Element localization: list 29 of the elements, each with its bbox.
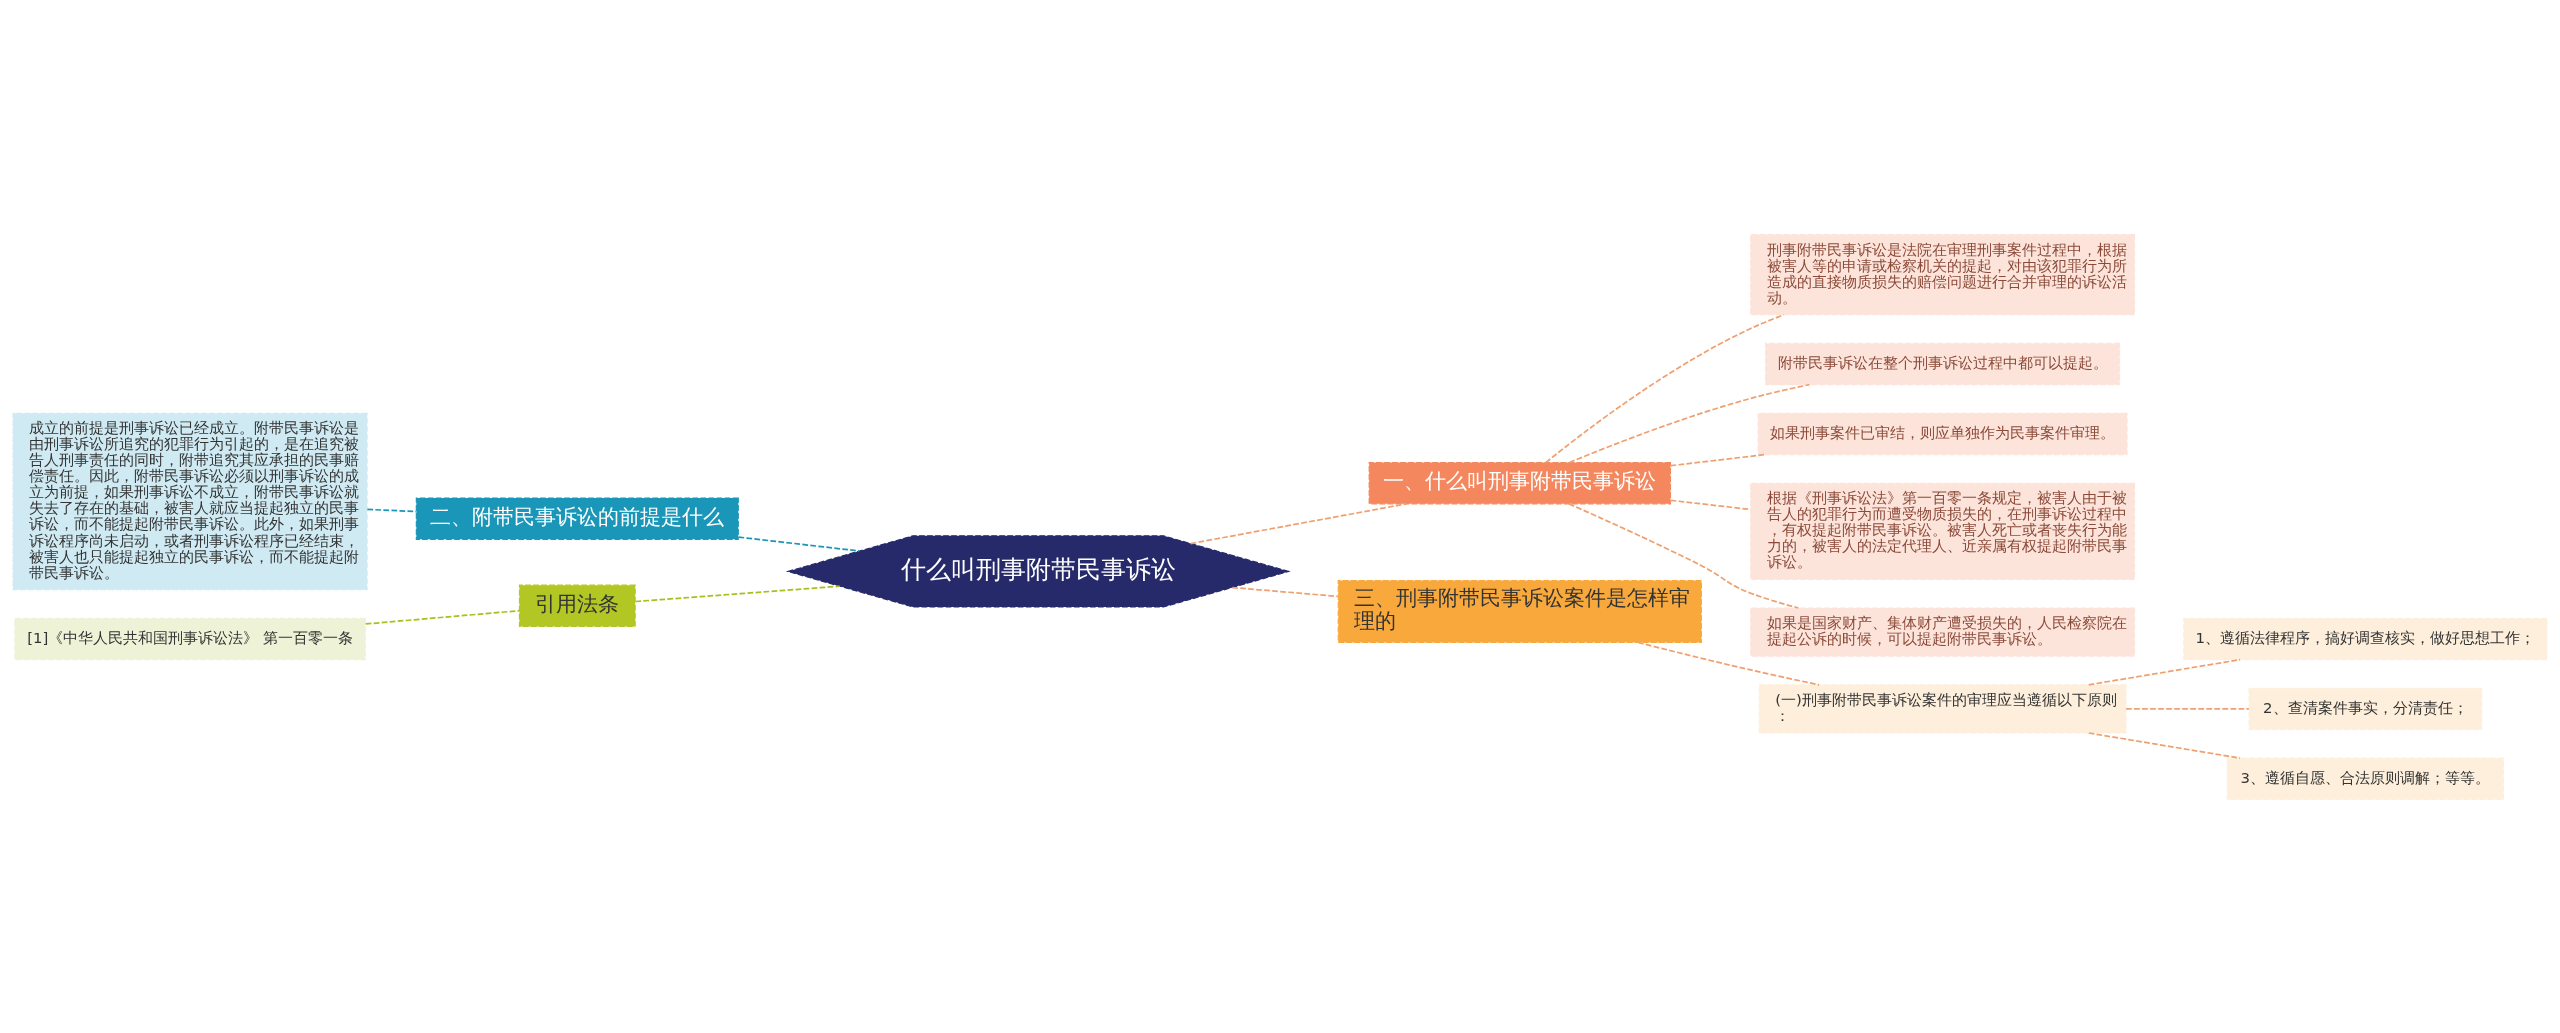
connector — [1637, 641, 1820, 686]
node-box: 如果刑事案件已审结，则应单独作为民事案件审理。 — [1757, 412, 2128, 455]
node-box: 3、遵循自愿、合法原则调解；等等。 — [2226, 757, 2504, 800]
node-box: [1]《中华人民共和国刑事诉讼法》 第一百零一条 — [14, 617, 366, 660]
node-box: 如果是国家财产、集体财产遭受损失的，人民检察院在提起公诉的时候，可以提起附带民事诉讼。 — [1750, 607, 2136, 657]
node-box: 三、刑事附带民事诉讼案件是怎样审理的 — [1337, 579, 1702, 643]
connector — [1545, 313, 1785, 463]
connector — [364, 609, 520, 625]
connector — [634, 584, 841, 602]
connector — [1568, 383, 1811, 463]
connector — [2087, 731, 2241, 759]
connector — [1568, 502, 1800, 609]
node-box: 1、遵循法律程序，搞好调查核实，做好思想工作； — [2183, 617, 2548, 660]
node-box: 附带民事诉讼在整个刑事诉讼过程中都可以提起。 — [1765, 342, 2121, 385]
connector — [737, 535, 861, 552]
node-box: 二、附带民事诉讼的前提是什么 — [415, 497, 739, 540]
node-box: 刑事附带民事诉讼是法院在审理刑事案件过程中，根据被害人等的申请或检察机关的提起，对由该犯罪行为所造成的直接物质损失的赔偿问题进行合并审理的诉讼活动。 — [1750, 233, 2136, 315]
connector — [1231, 586, 1339, 597]
connector — [1669, 453, 1767, 467]
node-box: 引用法条 — [518, 584, 636, 627]
node-box: 2、查清案件事实，分清责任； — [2248, 687, 2483, 730]
node-box: 一、什么叫刑事附带民事诉讼 — [1368, 461, 1672, 504]
connector — [2087, 658, 2241, 686]
connector — [366, 508, 417, 512]
node-box: (一)刑事附带民事诉讼案件的审理应当遵循以下原则： — [1758, 683, 2127, 734]
node-box: 成立的前提是刑事诉讼已经成立。附带民事诉讼是由刑事诉讼所追究的犯罪行为引起的，是在追究被告人刑事责任的同时，附带追究其应承担的民事赔偿责任。因此，附带民事诉讼必须以刑事诉讼的成立为前提，如果刑事诉讼不成立，附带民事诉讼就失去了存在的基础，被害人就应当提起独立的民事诉讼，而不能提起附带民事诉讼。此外，如果刑事诉讼程序尚未启动，或者刑事诉讼程序已经结束，被害人也只能提起独立的民事诉讼，而不能提起附带民事诉讼。 — [12, 412, 368, 590]
node-box: 根据《刑事诉讼法》第一百零一条规定，被害人由于被告人的犯罪行为而遭受物质损失的，在刑事诉讼过程中，有权提起附带民事诉讼。被害人死亡或者丧失行为能力的，被害人的法定代理人、近亲属有权提起附带民事诉讼。 — [1750, 482, 2136, 580]
connector — [1189, 502, 1408, 544]
connector — [2125, 707, 2250, 710]
